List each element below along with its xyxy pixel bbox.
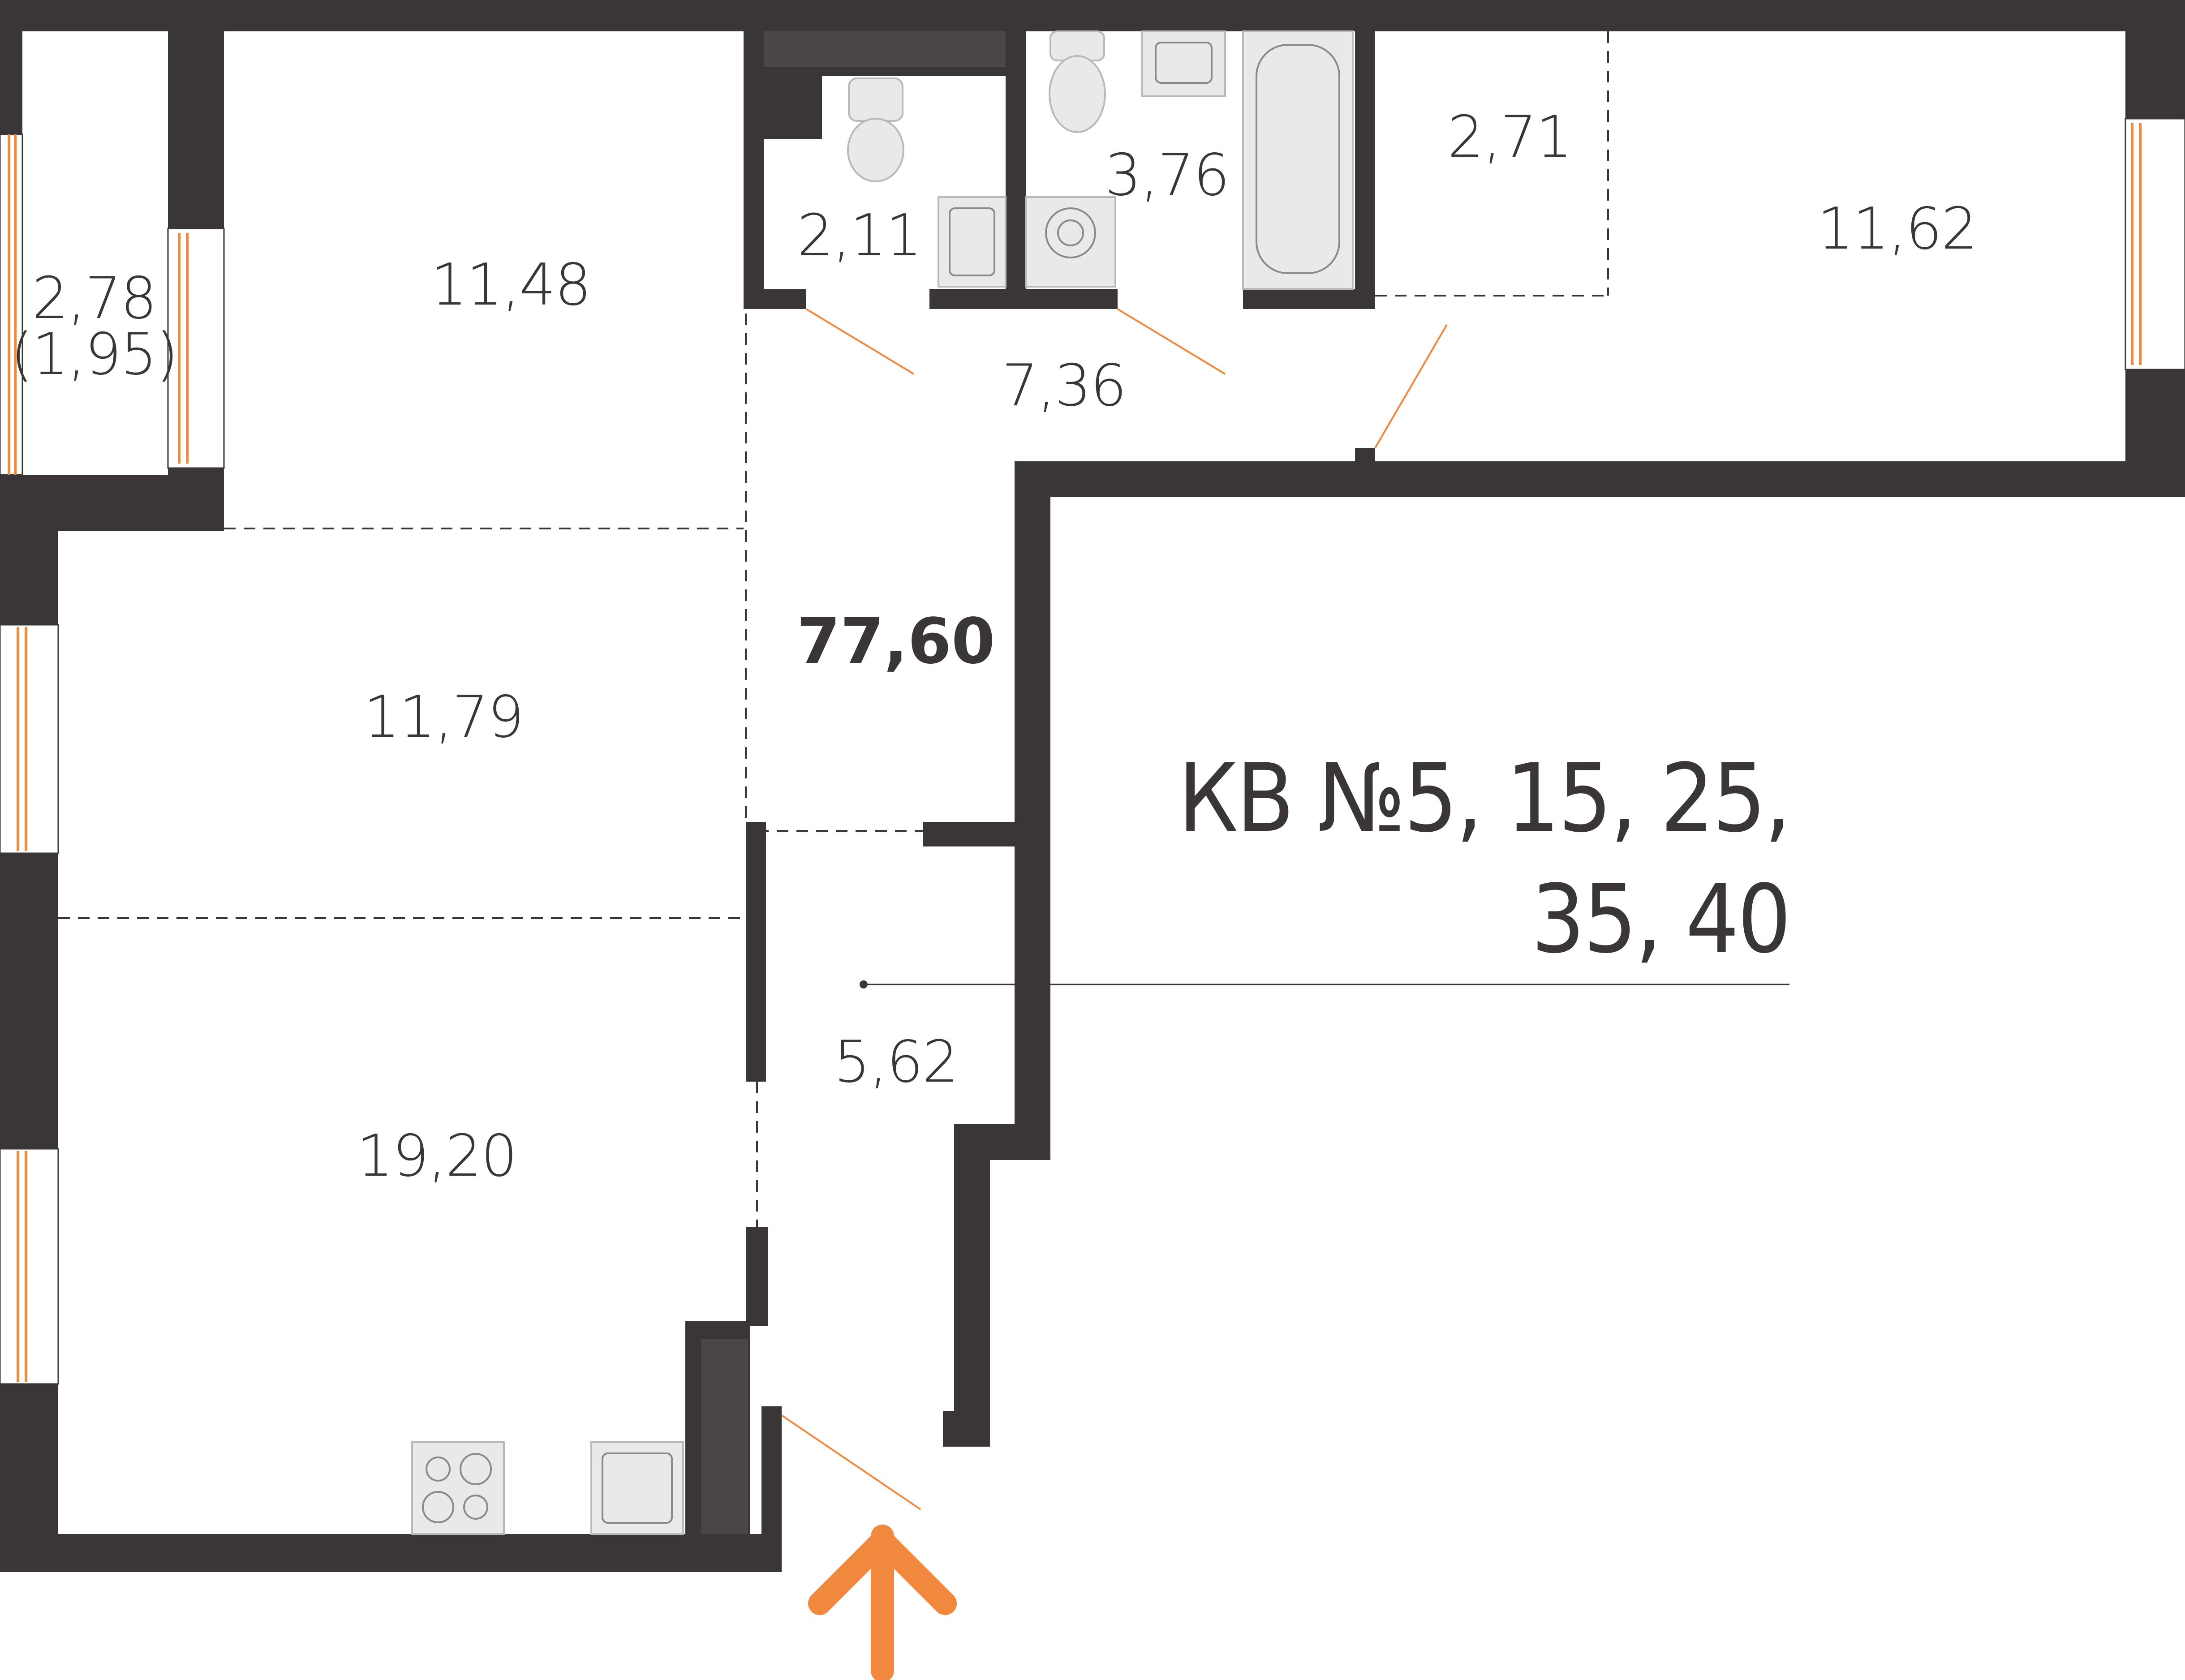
entrance-area-label: 5,62 — [834, 1029, 958, 1096]
washing-machine-icon — [1025, 196, 1116, 288]
kitchen-sink-icon — [590, 1441, 684, 1535]
bedroom-2-area-label: 11,62 — [1817, 196, 1977, 262]
hall-area-label: 7,36 — [1002, 352, 1126, 419]
total-area-label: 77,60 — [797, 605, 995, 678]
balcony-area-label: 2,78 — [32, 265, 156, 332]
living-area-label: 11,79 — [364, 684, 523, 751]
apartment-numbers-line-2: 35, 40 — [1531, 864, 1789, 974]
sink-wc-icon — [938, 196, 1006, 288]
windows — [0, 118, 2185, 1385]
toilet-wc-icon — [847, 77, 904, 182]
wc-shaft — [764, 31, 1006, 67]
door-swings — [781, 308, 1448, 1510]
apartment-numbers-line-1: КВ №5, 15, 25, — [1178, 743, 1789, 853]
zone-dividers — [58, 31, 1609, 1227]
bedroom-1-area-label: 11,48 — [431, 252, 590, 318]
kitchen-living-area-label: 19,20 — [357, 1123, 516, 1190]
bathroom-area-label: 3,76 — [1105, 142, 1229, 209]
fridge-icon — [701, 1339, 748, 1534]
walls — [0, 0, 2185, 1572]
balcony-reduced-area-label: (1,95) — [11, 321, 178, 388]
sink-bathroom-icon — [1141, 30, 1226, 97]
entrance-arrow-icon — [808, 1525, 957, 1680]
wardrobe-area-label: 2,71 — [1448, 104, 1572, 171]
wc-area-label: 2,11 — [797, 202, 921, 269]
toilet-bathroom-icon — [1049, 30, 1106, 133]
stove-icon — [411, 1441, 505, 1535]
apartment-leader-line — [860, 980, 1789, 988]
bathtub-icon — [1242, 30, 1354, 290]
